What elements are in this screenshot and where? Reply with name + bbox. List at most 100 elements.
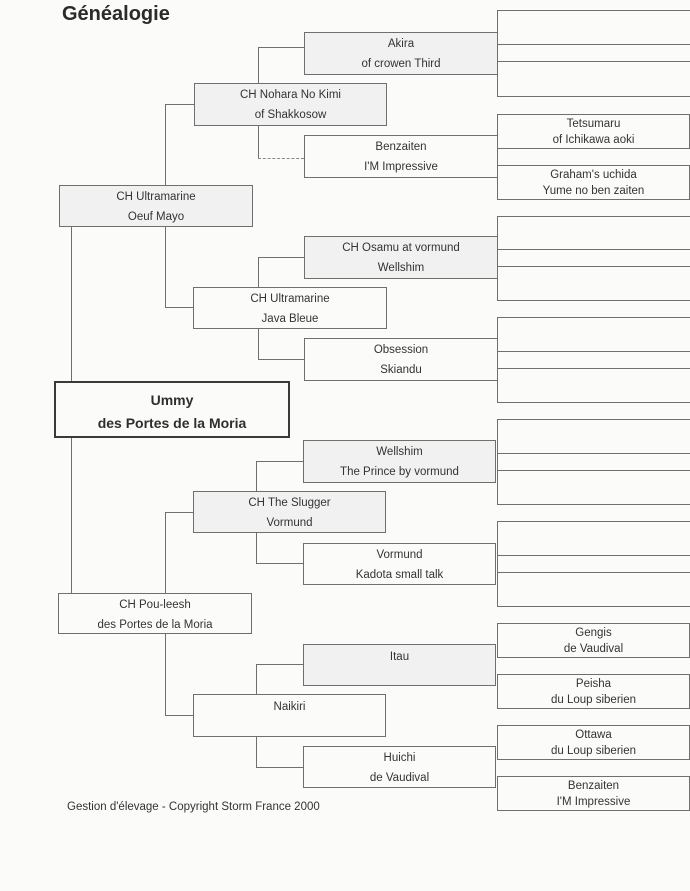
ancestor-box[interactable]: Itau xyxy=(303,644,496,686)
sire-kennel: Oeuf Mayo xyxy=(127,211,185,223)
ancestor-box[interactable]: Obsession Skiandu xyxy=(304,338,498,381)
ggp-slot-line xyxy=(497,351,690,352)
ancestor-kennel: I'M Impressive xyxy=(556,796,631,808)
ancestor-name: Benzaiten xyxy=(567,780,620,792)
dam-kennel: des Portes de la Moria xyxy=(97,619,213,631)
connector-line xyxy=(258,257,304,258)
ancestor-kennel: of Shakkosow xyxy=(254,109,327,121)
connector-line xyxy=(165,104,166,185)
ggp-slot-line xyxy=(497,504,690,505)
connector-line xyxy=(165,634,166,715)
ggp-slot-line xyxy=(497,555,690,556)
ggp-slot-line xyxy=(497,453,690,454)
ggp-slot-line xyxy=(497,402,690,403)
ggp-slot-line xyxy=(497,266,690,267)
ggp-slot-line xyxy=(497,249,690,250)
ancestor-box[interactable]: Gengis de Vaudival xyxy=(497,623,690,658)
ancestor-kennel: Kadota small talk xyxy=(355,569,444,581)
ggp-slot-line xyxy=(497,317,690,318)
ancestor-name: Wellshim xyxy=(376,446,423,458)
connector-line xyxy=(165,512,193,513)
ancestor-kennel: de Vaudival xyxy=(369,772,430,784)
ggp-slot-frame xyxy=(497,419,498,504)
ancestor-kennel: I'M Impressive xyxy=(364,161,438,173)
subject-name: Ummy xyxy=(150,392,194,408)
connector-line xyxy=(256,664,257,694)
ancestor-box[interactable]: Ottawa du Loup siberien xyxy=(497,725,690,760)
connector-line xyxy=(256,461,303,462)
subject-kennel: des Portes de la Moria xyxy=(97,415,247,431)
connector-line xyxy=(258,257,259,287)
connector-line xyxy=(256,533,257,563)
connector-line xyxy=(256,767,303,768)
ancestor-name: CH Ultramarine xyxy=(250,293,330,305)
ggp-slot-line xyxy=(497,419,690,420)
ggp-slot-line xyxy=(497,606,690,607)
page-title: Généalogie xyxy=(62,3,170,25)
ancestor-name: Peisha xyxy=(575,678,612,690)
ancestor-box[interactable]: Huichi de Vaudival xyxy=(303,746,496,788)
dam-box[interactable]: CH Pou-leesh des Portes de la Moria xyxy=(58,593,252,634)
ancestor-box[interactable]: Vormund Kadota small talk xyxy=(303,543,496,585)
ggp-slot-frame xyxy=(497,521,498,606)
ggp-slot-line xyxy=(497,572,690,573)
ancestor-kennel: de Vaudival xyxy=(563,643,624,655)
ggp-slot-line xyxy=(497,216,690,217)
connector-line xyxy=(165,227,166,307)
ggp-slot-line xyxy=(497,96,690,97)
connector-line xyxy=(258,47,304,48)
connector-line xyxy=(165,715,193,716)
connector-line xyxy=(71,438,72,593)
ancestor-name: CH The Slugger xyxy=(248,497,331,509)
ancestor-kennel: Skiandu xyxy=(380,364,422,376)
ancestor-box[interactable]: CH Ultramarine Java Bleue xyxy=(193,287,387,329)
sire-box[interactable]: CH Ultramarine Oeuf Mayo xyxy=(59,185,253,227)
ancestor-box[interactable]: Graham's uchida Yume no ben zaiten xyxy=(497,165,690,200)
ancestor-name: Obsession xyxy=(373,344,429,356)
ancestor-name: Benzaiten xyxy=(375,141,427,153)
ancestor-box[interactable]: CH Nohara No Kimi of Shakkosow xyxy=(194,83,387,126)
ancestor-box[interactable]: Tetsumaru of Ichikawa aoki xyxy=(497,114,690,149)
ancestor-kennel: du Loup siberien xyxy=(550,694,637,706)
ancestor-box[interactable]: CH The Slugger Vormund xyxy=(193,491,386,533)
ggp-slot-line xyxy=(497,61,690,62)
ancestor-kennel: of Ichikawa aoki xyxy=(552,134,635,146)
ancestor-kennel: Vormund xyxy=(266,517,313,529)
copyright-footer: Gestion d'élevage - Copyright Storm Fran… xyxy=(67,801,320,813)
ancestor-kennel: Java Bleue xyxy=(261,313,319,325)
ancestor-kennel: Yume no ben zaiten xyxy=(542,185,645,197)
ancestor-box[interactable]: CH Osamu at vormund Wellshim xyxy=(304,236,498,279)
ancestor-box[interactable]: Benzaiten I'M Impressive xyxy=(304,135,498,178)
connector-line xyxy=(258,158,304,159)
ancestor-box[interactable]: Akira of crowen Third xyxy=(304,32,498,75)
connector-line xyxy=(256,563,303,564)
ancestor-box[interactable]: Naikiri xyxy=(193,694,386,737)
ancestor-kennel: The Prince by vormund xyxy=(340,466,459,478)
ancestor-name: Naikiri xyxy=(273,701,306,713)
ancestor-name: Huichi xyxy=(383,752,416,764)
ancestor-name: Akira xyxy=(387,38,415,50)
subject-box[interactable]: Ummy des Portes de la Moria xyxy=(54,381,290,438)
ancestor-name: CH Osamu at vormund xyxy=(342,242,460,254)
ancestor-name: Tetsumaru xyxy=(566,118,621,130)
ancestor-name: Vormund xyxy=(376,549,423,561)
connector-line xyxy=(258,47,259,83)
ancestor-kennel: Wellshim xyxy=(377,262,425,274)
connector-line xyxy=(71,227,72,381)
connector-line xyxy=(165,512,166,593)
ancestor-name: CH Nohara No Kimi xyxy=(240,89,341,101)
connector-line xyxy=(165,307,193,308)
connector-line xyxy=(258,329,259,359)
ancestor-box[interactable]: Benzaiten I'M Impressive xyxy=(497,776,690,811)
ggp-slot-line xyxy=(497,368,690,369)
ancestor-box[interactable]: Wellshim The Prince by vormund xyxy=(303,440,496,483)
connector-line xyxy=(256,461,257,491)
sire-name: CH Ultramarine xyxy=(116,191,196,203)
ggp-slot-line xyxy=(497,521,690,522)
ggp-slot-line xyxy=(497,44,690,45)
ancestor-name: Itau xyxy=(389,651,410,663)
ggp-slot-line xyxy=(497,10,690,11)
ancestor-name: Graham's uchida xyxy=(550,169,637,181)
connector-line xyxy=(258,125,259,159)
ancestor-box[interactable]: Peisha du Loup siberien xyxy=(497,674,690,709)
